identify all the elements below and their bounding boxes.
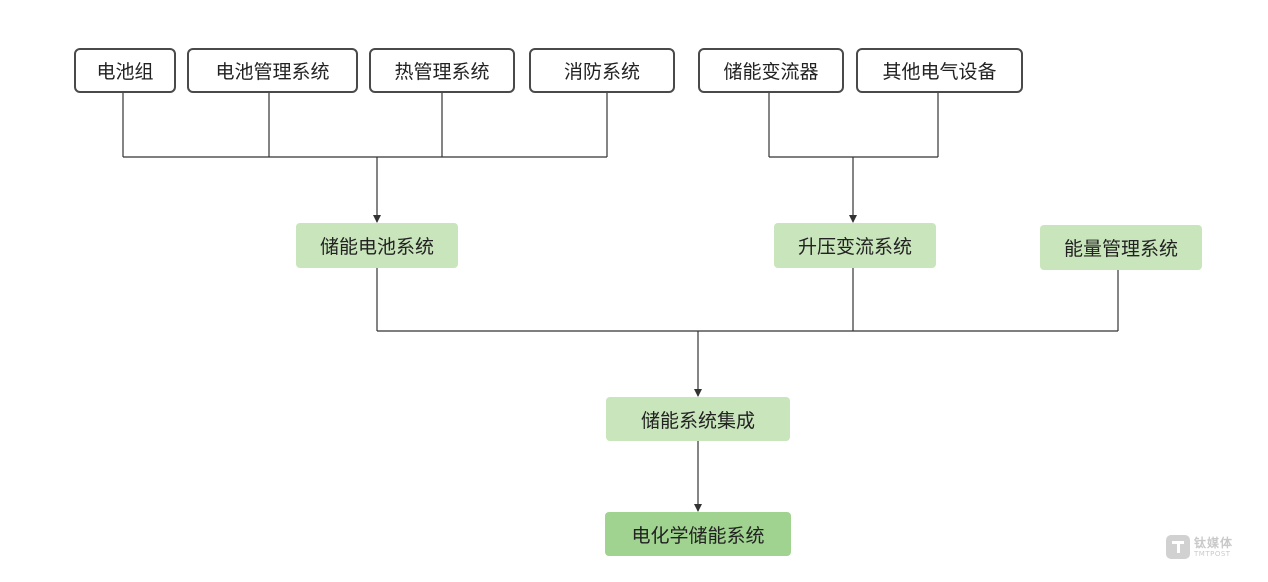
other-electrical-box: 其他电气设备 <box>856 48 1023 93</box>
integration-box: 储能系统集成 <box>606 397 790 441</box>
ems-box: 能量管理系统 <box>1040 225 1202 270</box>
watermark-name-cn: 钛媒体 <box>1194 536 1234 550</box>
final-system-box: 电化学储能系统 <box>605 512 791 556</box>
fire-protection-box: 消防系统 <box>529 48 675 93</box>
tmtpost-watermark: 钛媒体 TMTPOST <box>1166 533 1246 563</box>
boost-conversion-box: 升压变流系统 <box>774 223 936 268</box>
watermark-name-en: TMTPOST <box>1194 550 1231 558</box>
thermal-management-box: 热管理系统 <box>369 48 515 93</box>
pcs-box: 储能变流器 <box>698 48 844 93</box>
battery-system-box: 储能电池系统 <box>296 223 458 268</box>
tmtpost-logo-icon <box>1166 535 1190 559</box>
bms-box: 电池管理系统 <box>187 48 358 93</box>
battery-pack-box: 电池组 <box>74 48 176 93</box>
